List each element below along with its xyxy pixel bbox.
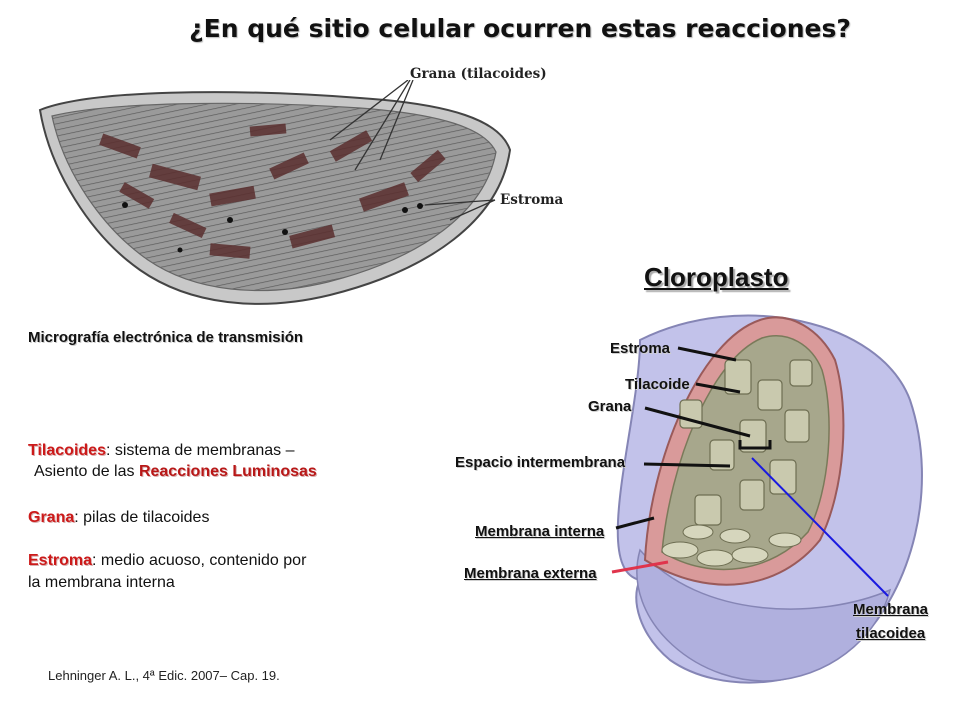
- micrograph-caption: Micrografía electrónica de transmisión: [28, 329, 304, 346]
- label-membrana-tilacoidea-2: tilacoidea: [856, 625, 926, 642]
- chloroplast-diagram: [611, 314, 923, 684]
- definition-tilacoides: Tilacoides: sistema de membranas –: [28, 442, 295, 460]
- definition-estroma-text: : medio acuoso, contenido por: [92, 552, 307, 569]
- definition-tilacoides-text: : sistema de membranas –: [105, 442, 295, 459]
- definition-estroma-line2: la membrana interna: [28, 574, 175, 591]
- label-espacio-intermembrana: Espacio intermembrana: [455, 454, 626, 471]
- grana-stacks: [679, 359, 813, 526]
- term-reacciones-luminosas: Reacciones Luminosas: [138, 463, 317, 480]
- label-estroma-micrograph: Estroma: [500, 192, 564, 208]
- term-grana: Grana: [28, 509, 75, 526]
- page-title: ¿En qué sitio celular ocurren estas reac…: [189, 14, 851, 43]
- label-membrana-externa: Membrana externa: [464, 565, 597, 582]
- reference-text: Lehninger A. L., 4ª Edic. 2007– Cap. 19.: [48, 668, 280, 683]
- term-estroma: Estroma: [28, 552, 93, 569]
- label-grana-tilacoides: Grana (tilacoides): [410, 66, 547, 82]
- definition-grana: Grana: pilas de tilacoides: [28, 509, 209, 527]
- label-tilacoide: Tilacoide: [625, 376, 690, 393]
- outer-membrane-bottom: [636, 548, 892, 682]
- definition-estroma: Estroma: medio acuoso, contenido por: [28, 552, 306, 570]
- thylakoid-floor: [661, 524, 802, 567]
- definition-tilacoides-line2: Asiento de las Reacciones Luminosas: [34, 463, 317, 481]
- chloroplast-micrograph-image: [38, 80, 512, 305]
- outer-membrane-pointer: [611, 560, 669, 574]
- label-membrana-interna: Membrana interna: [475, 523, 605, 540]
- definition-grana-text: : pilas de tilacoides: [74, 509, 210, 526]
- term-tilacoides: Tilacoides: [28, 442, 106, 459]
- thylakoid-membrane-pointer: [751, 457, 889, 597]
- label-grana: Grana: [588, 398, 632, 415]
- diagram-title: Cloroplasto: [644, 262, 789, 292]
- definition-tilacoides-prefix: Asiento de las: [34, 463, 139, 480]
- label-membrana-tilacoidea-1: Membrana: [853, 601, 929, 618]
- pointer-lines: [615, 346, 772, 530]
- label-estroma: Estroma: [610, 340, 671, 357]
